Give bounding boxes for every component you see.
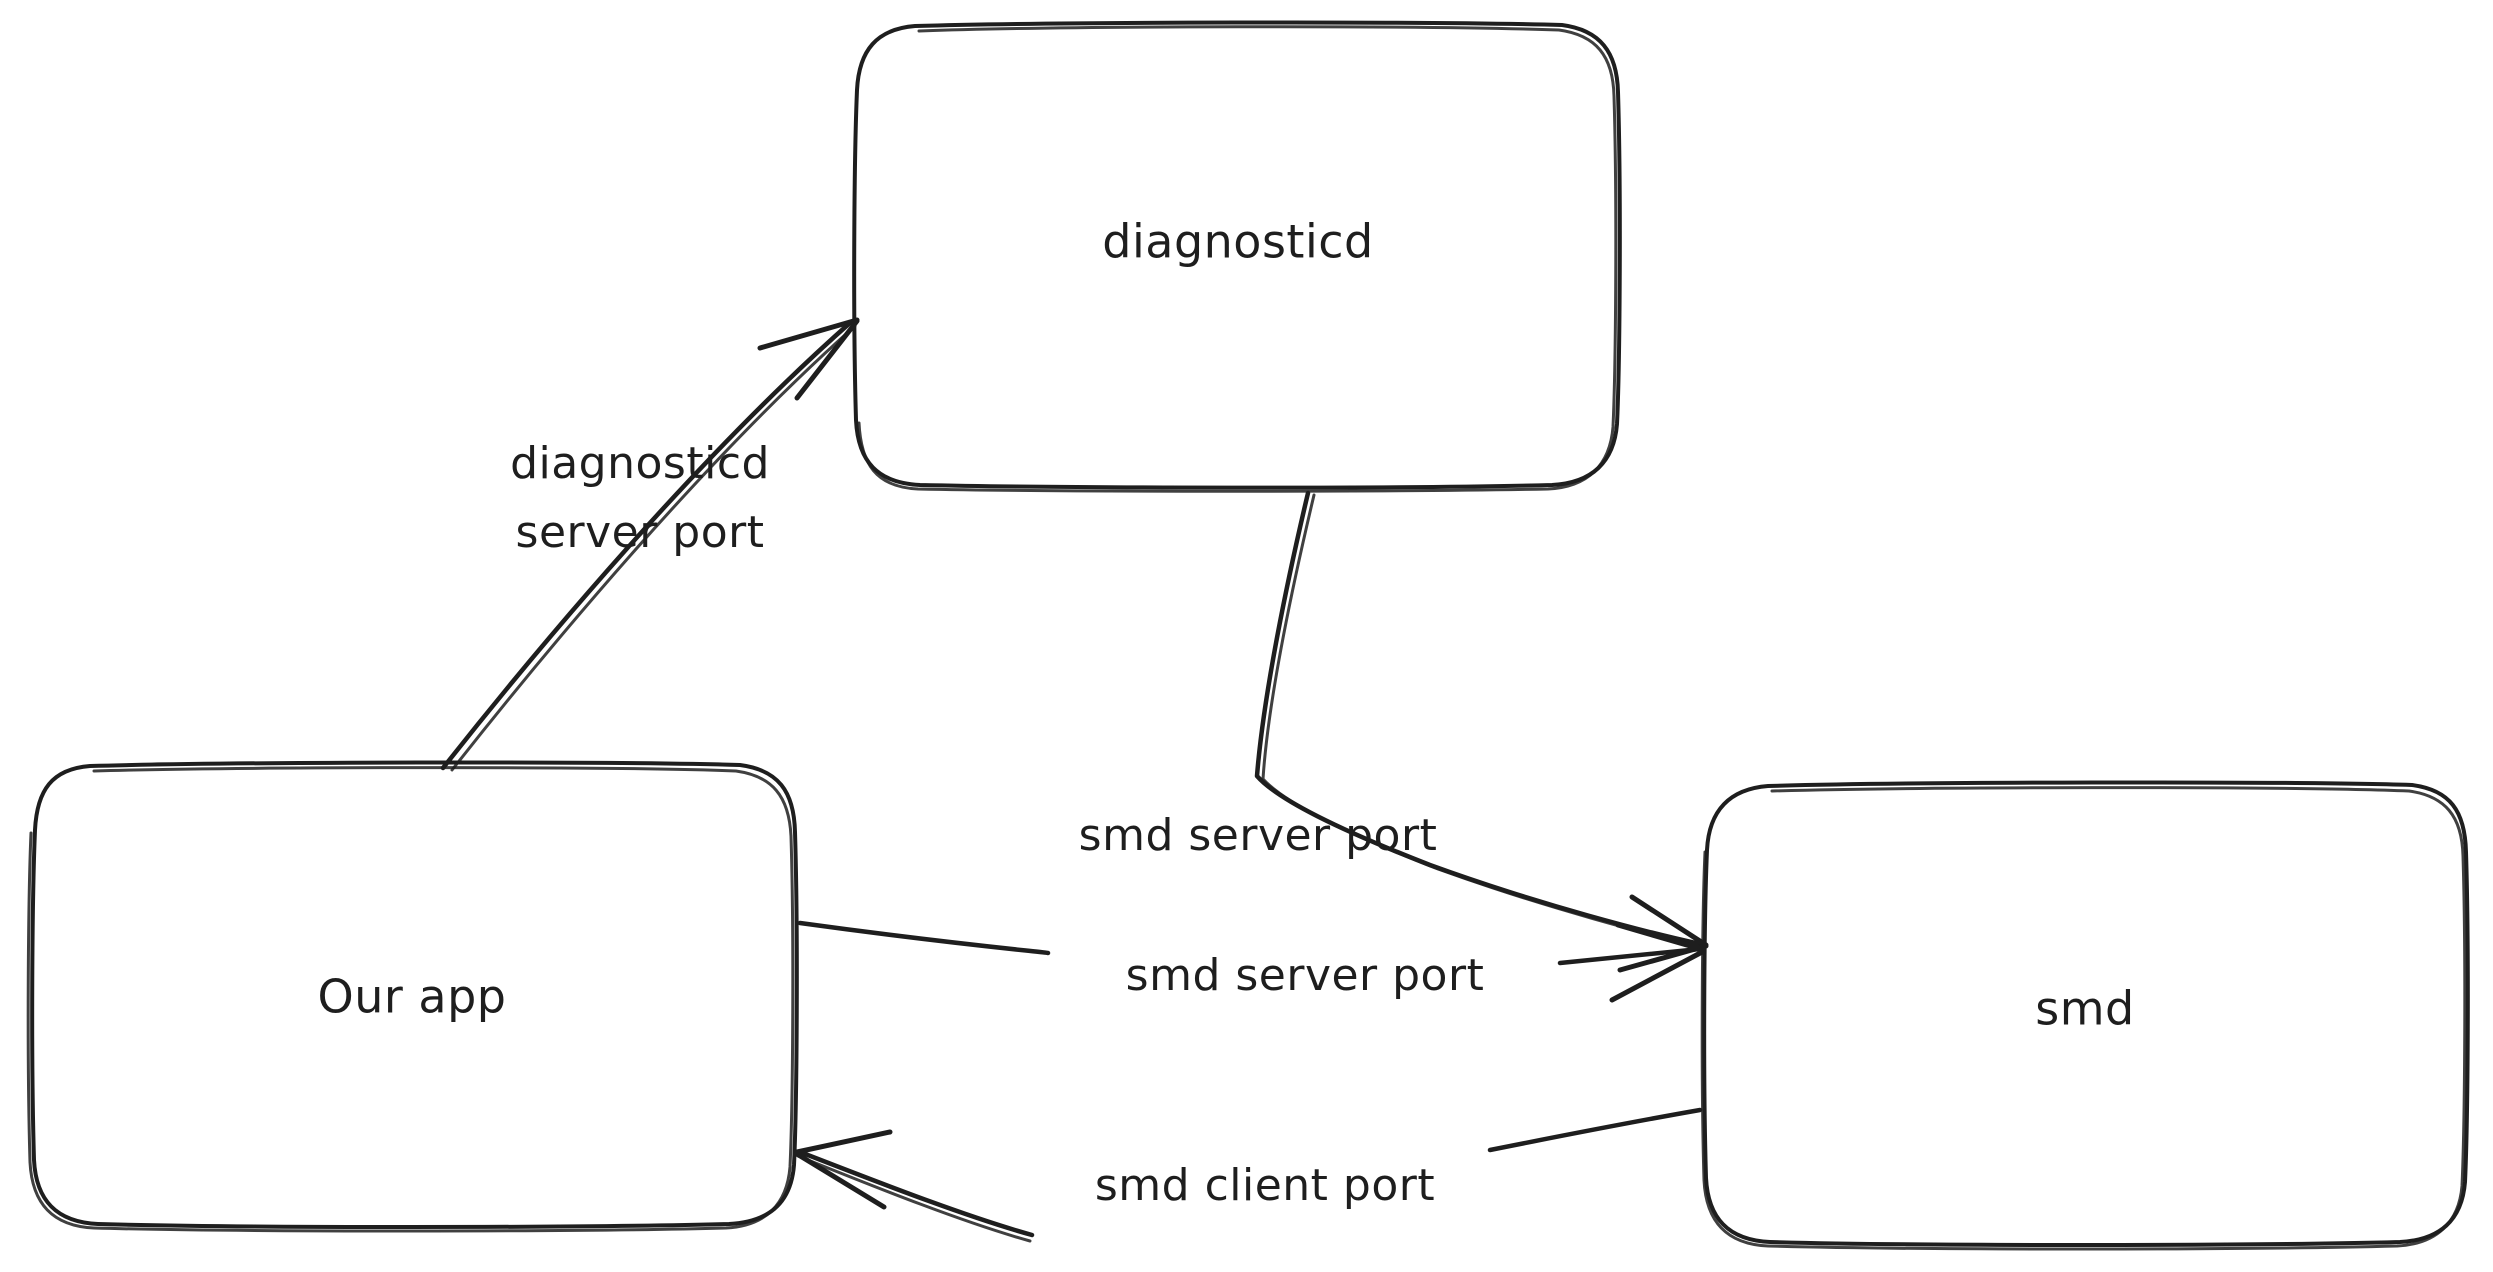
edge-our-app-to-smd[interactable]: smd server port (797, 920, 1707, 1003)
node-diagnosticd-label: diagnosticd (1102, 215, 1373, 269)
node-our-app-outline-second (26, 766, 795, 1233)
edge-smd-to-our-app-line-second (796, 1154, 1032, 1243)
edge-diagnosticd-to-smd-label: smd server port (1079, 810, 1438, 861)
edge-our-app-to-smd-line (797, 920, 1051, 956)
node-our-app-label: Our app (318, 970, 507, 1024)
edge-our-app-to-smd-line-tail (1557, 946, 1703, 966)
node-smd[interactable]: smd (1700, 780, 2470, 1251)
edge-smd-to-our-app-arrowhead (794, 1129, 893, 1210)
node-diagnosticd[interactable]: diagnosticd (852, 20, 1622, 493)
node-diagnosticd-outline (852, 20, 1622, 490)
edge-smd-to-our-app-line-tail (1487, 1107, 1703, 1153)
edge-diagnosticd-to-smd[interactable]: smd server port (1079, 490, 1709, 973)
node-our-app[interactable]: Our app (26, 760, 799, 1233)
edge-our-app-to-diagnosticd-line (440, 319, 854, 771)
node-smd-outline-second (1700, 786, 2467, 1251)
edge-diagnosticd-to-smd-line (1254, 490, 1703, 947)
edge-our-app-to-smd-label: smd server port (1126, 950, 1485, 1001)
edge-our-app-to-diagnosticd[interactable]: diagnosticd server port (440, 317, 860, 772)
edge-our-app-to-diagnosticd-label-line2: server port (516, 507, 765, 558)
edge-our-app-to-diagnosticd-line-second (450, 324, 857, 772)
node-smd-label: smd (2035, 982, 2134, 1036)
edge-smd-to-our-app-label: smd client port (1095, 1160, 1435, 1211)
node-our-app-outline (30, 760, 799, 1229)
node-smd-outline (1702, 780, 2470, 1247)
edge-smd-to-our-app-line (797, 1149, 1035, 1238)
node-diagnosticd-outline-second (857, 25, 1618, 493)
edge-our-app-to-diagnosticd-label-line1: diagnosticd (510, 438, 770, 489)
edge-our-app-to-diagnosticd-arrowhead (757, 317, 860, 401)
edge-smd-to-our-app[interactable]: smd client port (794, 1107, 1703, 1243)
edge-diagnosticd-to-smd-line-second (1261, 493, 1705, 949)
edge-our-app-to-smd-arrowhead (1609, 922, 1707, 1003)
